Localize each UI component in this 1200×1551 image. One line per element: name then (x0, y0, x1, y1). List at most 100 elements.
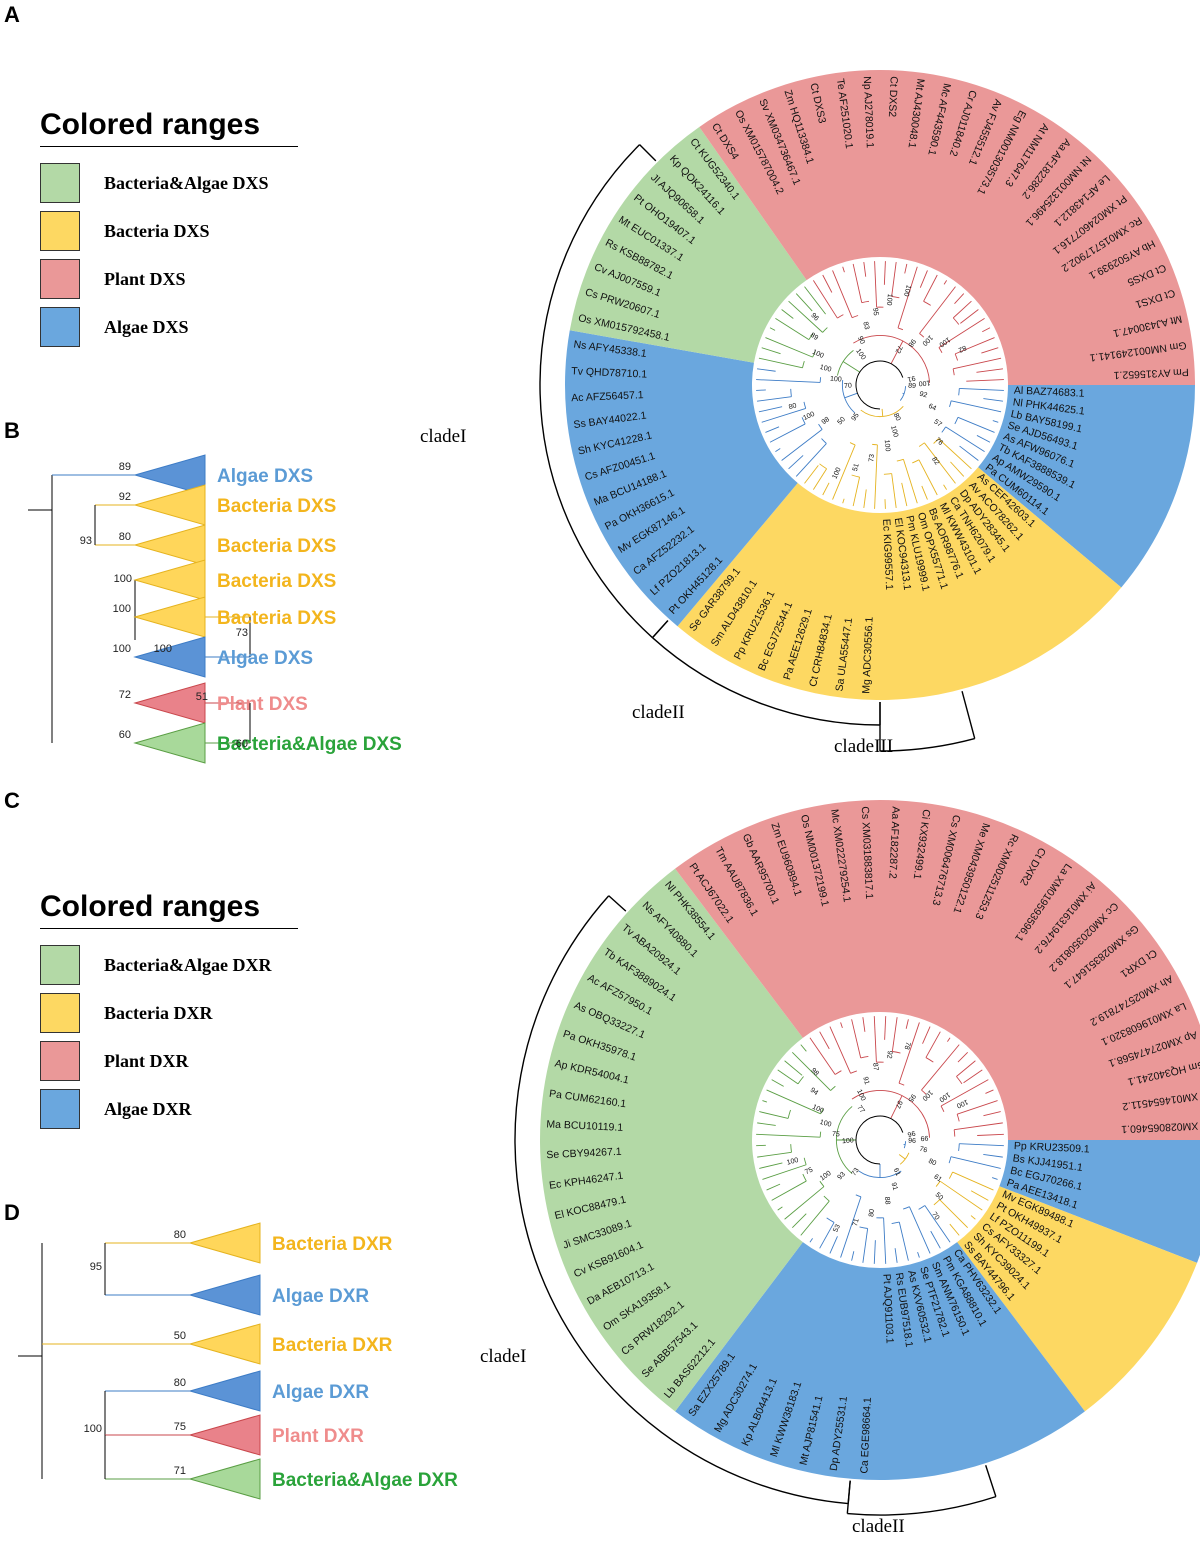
branch-arc (850, 1070, 857, 1074)
branch (909, 1206, 931, 1254)
branch-arc (851, 1089, 930, 1138)
branch (822, 482, 830, 496)
bootstrap-value: 71 (852, 1218, 861, 1227)
bootstrap-value: 93 (80, 535, 92, 547)
treeC-circular-tree: 9676806150706191888071537393100751001007… (480, 800, 1200, 1537)
branch (804, 286, 826, 315)
legend-item: Plant DXS (40, 255, 310, 303)
branch-arc (787, 1109, 791, 1119)
bootstrap-value: 100 (113, 603, 131, 615)
branch (756, 379, 821, 383)
bootstrap-value: 53 (832, 1223, 842, 1233)
branch-arc (790, 388, 792, 397)
branch (809, 1238, 813, 1243)
branch-arc (954, 417, 959, 425)
branch (757, 368, 776, 372)
bootstrap-value: 61 (932, 1173, 942, 1183)
bootstrap-value: 100 (889, 425, 899, 438)
branch (938, 317, 985, 348)
branch (923, 274, 938, 302)
bootstrap-value: 95 (851, 412, 861, 422)
bootstrap-value: 50 (174, 1330, 186, 1342)
bootstrap-value: 100 (786, 1157, 799, 1167)
branch-arc (949, 400, 952, 408)
bootstrap-value: 92 (919, 391, 928, 400)
collapsed-clade-triangle (133, 636, 206, 678)
branch-arc (925, 1057, 934, 1063)
clade-group-label: Bacteria DXS (217, 496, 336, 517)
clade-label: cladeIII (834, 736, 893, 757)
bootstrap-value: 82 (930, 456, 940, 466)
bootstrap-value: 73 (236, 627, 248, 639)
branch-arc (801, 417, 806, 425)
branch (757, 396, 792, 402)
panel-label-b: B (4, 418, 20, 443)
root-arc (855, 1115, 904, 1165)
branch (766, 1183, 781, 1191)
bootstrap-value: 75 (804, 1167, 814, 1177)
branch (800, 1044, 807, 1052)
bootstrap-value: 100 (113, 643, 131, 655)
branch (881, 408, 884, 417)
branch (756, 1133, 821, 1138)
bootstrap-value: 75 (832, 1131, 840, 1139)
branch (883, 1217, 887, 1264)
legend-title: Colored ranges (40, 890, 298, 929)
branch (795, 293, 813, 312)
branch-arc (819, 1180, 825, 1187)
branch (863, 262, 867, 277)
branch-arc (898, 1082, 905, 1086)
bootstrap-value: 80 (892, 412, 902, 422)
branch-arc (941, 426, 947, 433)
branch (758, 357, 803, 369)
bootstrap-value: 93 (836, 1171, 847, 1182)
branch-arc (891, 295, 900, 299)
branch (762, 1100, 768, 1103)
clade-bracket-tick (985, 1465, 997, 1497)
branch (757, 1122, 776, 1126)
branch-arc (933, 1199, 940, 1206)
branch (950, 1156, 1001, 1169)
branch-arc (819, 1131, 822, 1138)
tip-label: Al BAZ74683.1 (1014, 385, 1085, 400)
treeA-circular-tree: 8992645776828010010073511009550981008070… (420, 69, 1195, 757)
branch (956, 1100, 998, 1115)
collapsed-clade-triangle (188, 1414, 261, 1456)
legend-swatch (40, 211, 80, 251)
branch (956, 1060, 976, 1077)
branch (983, 1153, 1003, 1158)
branch-arc (933, 438, 939, 444)
branch (874, 261, 878, 308)
bootstrap-value: 70 (844, 382, 852, 390)
branch (781, 429, 823, 461)
bootstrap-value: 73 (851, 1167, 861, 1177)
branch-arc (940, 1105, 945, 1112)
branch (771, 1180, 807, 1201)
branch (819, 1222, 835, 1249)
branch (901, 482, 908, 507)
branch (792, 1052, 831, 1091)
collapsed-clade-triangle (188, 1370, 261, 1412)
bootstrap-value: 89 (119, 461, 131, 473)
bootstrap-value: 76 (919, 1146, 928, 1155)
branch (953, 357, 1002, 370)
collapsed-clade-triangle (133, 682, 206, 724)
bootstrap-value: 80 (868, 1209, 876, 1217)
bootstrap-value: 80 (119, 531, 131, 543)
bootstrap-value: 98 (809, 1067, 820, 1078)
branch (963, 1069, 983, 1084)
branch-arc (918, 442, 925, 447)
branch (840, 1196, 862, 1258)
branch-arc (948, 1156, 952, 1164)
collapsed-clade-triangle (133, 454, 206, 496)
tip-label: Ec KIG99557.1 (880, 519, 895, 591)
clade-bracket (879, 737, 975, 752)
collapsed-clade-triangle (133, 596, 206, 638)
bootstrap-value: 100 (855, 1089, 866, 1103)
tip-label: Tv QHD78710.1 (571, 365, 647, 380)
branch (771, 1079, 784, 1087)
branch (795, 443, 827, 477)
branch-arc (919, 333, 925, 338)
branch (940, 1079, 989, 1107)
